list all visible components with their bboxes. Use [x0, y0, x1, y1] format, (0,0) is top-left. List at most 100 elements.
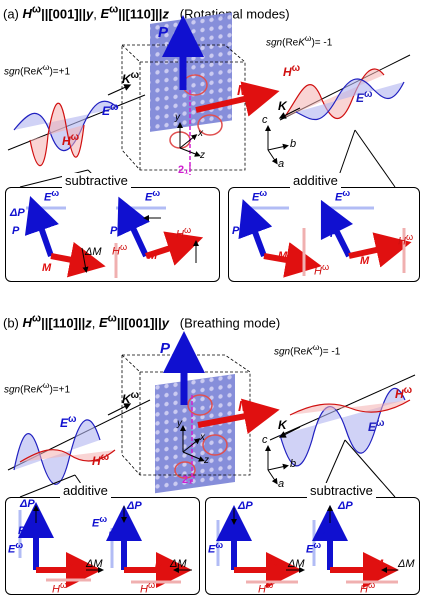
panel-b-axis-a: a	[278, 478, 285, 490]
panel-a-axis-y: y	[175, 112, 180, 123]
panel-a-box-h-3: Hω	[314, 262, 330, 278]
panel-b-box-e-4: Eω	[306, 540, 322, 556]
panel-a-k-right-arrow	[278, 107, 301, 119]
panel-a-k-right-label: K	[278, 99, 287, 113]
panel-b-box-p-1: P	[18, 525, 26, 537]
panel-a-box-p-3: P	[232, 225, 240, 237]
panel-a-box-h-4: Hω	[398, 232, 414, 248]
panel-a-sub-pair-1	[24, 196, 106, 278]
panel-b-box-p-2: P	[108, 530, 116, 542]
panel-a-h-right-label: Hω	[283, 63, 301, 79]
panel-b-sub-pair-1	[216, 505, 305, 588]
panel-b-box-h-2: Hω	[140, 580, 156, 596]
panel-a-box-h-1: Hω	[112, 242, 128, 258]
panel-b-callout-right2	[344, 439, 396, 498]
panel-b-k-left-arrow	[107, 403, 132, 416]
panel-b-box-p-3: P	[222, 530, 230, 542]
panel-b-axis-b: b	[290, 458, 297, 470]
panel-b-box-e-3: Eω	[208, 540, 224, 556]
panel-a-m-label: M	[237, 82, 250, 99]
panel-b-box-dm-3: ΔM	[288, 558, 305, 570]
panel-b-axis-x: x	[200, 432, 205, 443]
panel-a-add-pair-2	[320, 199, 412, 273]
panel-b-add-pair-1	[18, 502, 104, 588]
panel-a-axis-x: x	[198, 128, 203, 139]
panel-a-box-dp-1: ΔP	[10, 207, 25, 219]
panel-b-sgn-left: sgn(ReKω)=+1	[4, 380, 71, 396]
panel-b-e-left-label: Eω	[60, 414, 77, 430]
panel-a-subtractive-box	[5, 187, 220, 282]
panel-a-box-p-1: P	[12, 225, 20, 237]
panel-a-box-m-2: M	[148, 250, 158, 262]
panel-a-e-left-label: Eω	[102, 102, 119, 118]
panel-a-callout-left	[19, 169, 89, 188]
panel-a-left-wave	[7, 94, 146, 167]
panel-a-axis-z: z	[200, 150, 205, 161]
panel-a-k-left-arrow	[107, 84, 132, 96]
panel-b-m-label: M	[238, 398, 251, 415]
panel-b-box-m-1: M	[66, 558, 76, 570]
panel-b-add-pair-2	[106, 505, 192, 588]
panel-b-subtractive-box	[205, 497, 420, 595]
panel-a-box-m-1: M	[42, 262, 52, 274]
panel-b-k-left-label: Kω	[122, 390, 140, 406]
panel-a-additive-box	[228, 187, 420, 282]
panel-a-e-right-label: Eω	[356, 89, 373, 105]
panel-a-right-wave	[279, 54, 411, 121]
panel-b-box-dp-2: ΔP	[127, 500, 142, 512]
panel-a-p-label: P	[158, 24, 169, 41]
panel-b-box-h-1: Hω	[52, 580, 68, 596]
panel-a-h-left-label: Hω	[62, 132, 80, 148]
panel-b-right-wave	[269, 374, 416, 467]
panel-b-h-left-label: Hω	[92, 452, 110, 468]
panel-b-k-right-label: K	[278, 418, 287, 432]
panel-a-k-left-label: Kω	[122, 70, 140, 86]
panel-b-e-right-label: Eω	[368, 418, 385, 434]
panel-b-axis-c: c	[262, 434, 268, 446]
panel-a-add-pair-1	[238, 199, 322, 278]
panel-b-box-dm-1: ΔM	[86, 558, 103, 570]
panel-a-subtractive-label: subtractive	[62, 173, 131, 188]
panel-a-callout-right2	[354, 129, 396, 188]
panel-a-box-e-1: Eω	[44, 188, 60, 204]
panel-a-additive-label: additive	[290, 173, 341, 188]
panel-b-box-p-4: P	[318, 530, 326, 542]
panel-a-box-e-3: Eω	[252, 188, 268, 204]
panel-b-screw-label: 2₁'	[182, 474, 196, 486]
panel-a-box-p-2: P	[110, 225, 118, 237]
panel-a-box-dm-1: ΔM	[85, 246, 102, 258]
panel-b-box-m-2: M	[155, 558, 165, 570]
panel-b-box-m-4: M	[374, 558, 384, 570]
panel-b-additive-label: additive	[60, 483, 111, 498]
panel-a-axis-a: a	[278, 158, 285, 170]
panel-b-box-m-3: M	[270, 558, 280, 570]
panel-b-left-wave	[7, 399, 151, 485]
panel-b-box-dp-3: ΔP	[238, 500, 253, 512]
panel-b-p-label: P	[160, 340, 171, 357]
panel-b-crystal	[121, 331, 280, 494]
panel-a-box-h-2: Hω	[176, 225, 192, 241]
panel-b-box-dm-2: ΔM	[170, 558, 187, 570]
panel-a-sgn-left: sgn(ReKω)=+1	[4, 62, 71, 78]
panel-b-additive-box	[5, 497, 200, 595]
panel-a-box-m-4: M	[360, 255, 370, 267]
panel-b-title: (b) Hω||[110]||z, Eω||[001]||y (Breathin…	[3, 313, 281, 331]
panel-b-sub-pair-2	[312, 505, 399, 588]
panel-b-k-right-arrow	[278, 426, 301, 438]
panel-a-box-e-4: Eω	[335, 188, 351, 204]
panel-b-box-dp-4: ΔP	[338, 500, 353, 512]
panel-a-sgn-right: sgn(ReKω)= -1	[266, 33, 333, 49]
panel-a-axis-b: b	[290, 138, 297, 150]
panel-a-box-e-2: Eω	[145, 188, 161, 204]
panel-b-sgn-right: sgn(ReKω)= -1	[274, 342, 341, 358]
panel-b-lattice-axes	[265, 445, 289, 485]
panel-b-box-e-2: Eω	[92, 514, 108, 530]
panel-a-box-p-4: P	[330, 228, 338, 240]
panel-b-box-h-4: Hω	[360, 580, 376, 596]
panel-a-crystal	[121, 12, 280, 175]
panel-a-box-m-3: M	[278, 250, 288, 262]
panel-a-axis-c: c	[262, 114, 268, 126]
panel-b-box-e-1: Eω	[8, 540, 24, 556]
